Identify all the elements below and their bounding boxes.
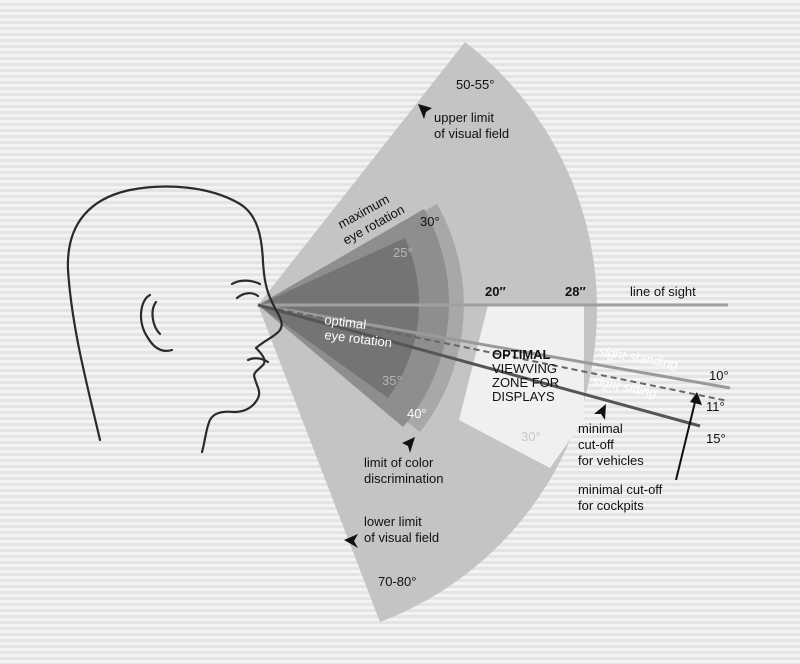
cockpits-label-line2: for cockpits <box>578 498 644 513</box>
vehicles-label-line3: for vehicles <box>578 453 644 468</box>
lower-limit-label-line2: of visual field <box>364 530 439 545</box>
cockpits-arrow-line <box>675 397 697 481</box>
color-limit-label-line1: limit of color <box>364 455 434 470</box>
zone-label-line4: DISPLAYS <box>492 389 555 404</box>
upper-limit-angle: 50-55° <box>456 77 494 92</box>
angle-35-label: 35° <box>382 373 402 388</box>
distance-20-label: 20″ <box>485 284 506 299</box>
angle-15-label: 15° <box>706 431 726 446</box>
lower-limit-arrow-icon <box>344 534 358 548</box>
color-limit-arrow-icon <box>402 437 415 453</box>
angle-40-label: 40° <box>407 406 427 421</box>
vehicles-label-line1: minimal <box>578 421 623 436</box>
color-limit-label-line2: discrimination <box>364 471 443 486</box>
vehicles-arrow-icon <box>594 404 606 420</box>
angle-30-label: 30° <box>420 214 440 229</box>
zone-label-line3: ZONE FOR <box>492 375 559 390</box>
optimal-rotation-label-line1: optimal <box>324 312 368 332</box>
zone-label-line2: VIEWVING <box>492 361 557 376</box>
zone-label-line1: OPTIMAL <box>492 347 551 362</box>
vehicles-label-line2: cut-off <box>578 437 614 452</box>
zone-angle-label: 30° <box>521 429 541 444</box>
angle-25-label: 25° <box>393 245 413 260</box>
head-profile <box>66 185 283 454</box>
upper-limit-label-line2: of visual field <box>434 126 509 141</box>
angle-11-label: 11° <box>706 399 725 414</box>
cockpits-label-line1: minimal cut-off <box>578 482 663 497</box>
angle-10-label: 10° <box>709 368 729 383</box>
lower-limit-angle: 70-80° <box>378 574 416 589</box>
upper-limit-label-line1: upper limit <box>434 110 494 125</box>
cutoff-15-line <box>257 303 701 428</box>
sight-sitting-label: sight sitting <box>591 373 658 400</box>
distance-28-label: 28″ <box>565 284 586 299</box>
lower-limit-label-line1: lower limit <box>364 514 422 529</box>
sight-standing-line <box>257 303 731 390</box>
upper-limit-arrow-icon <box>418 104 432 119</box>
cockpits-arrow-icon <box>690 392 702 405</box>
line-of-sight-label: line of sight <box>630 284 696 299</box>
